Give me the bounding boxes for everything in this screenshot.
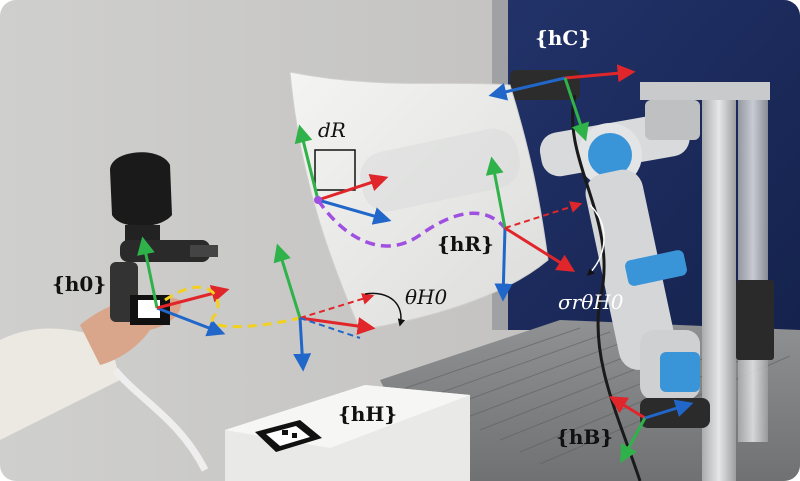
theta-arc — [364, 292, 406, 327]
box-marker — [255, 420, 322, 452]
purple-path — [316, 199, 507, 248]
frame-hR — [485, 156, 583, 302]
air-hose — [112, 367, 209, 472]
sigma-arc — [586, 204, 605, 277]
label-hB: {hB} — [556, 425, 614, 449]
label-thetaH-text: θH0 — [405, 285, 448, 309]
robot-arm — [510, 70, 710, 428]
label-thetaH: θH0 — [405, 285, 447, 309]
frame-hC — [488, 64, 636, 142]
label-hH: {hH} — [338, 402, 398, 426]
label-sigmaTheta: σrθH0 — [558, 290, 623, 314]
label-h0: {h0} — [52, 272, 107, 296]
label-dR: dR — [318, 118, 346, 142]
arm-sleeve — [0, 328, 120, 440]
frame-mid — [273, 243, 376, 372]
label-dR-text: dR — [318, 118, 346, 142]
frame-dR — [294, 124, 392, 225]
yellow-path — [164, 285, 301, 329]
label-hR: {hR} — [437, 232, 494, 256]
label-hC: {hC} — [535, 26, 592, 50]
frame-hB — [608, 396, 694, 464]
label-sigmaTheta-text: σrθH0 — [558, 290, 624, 314]
